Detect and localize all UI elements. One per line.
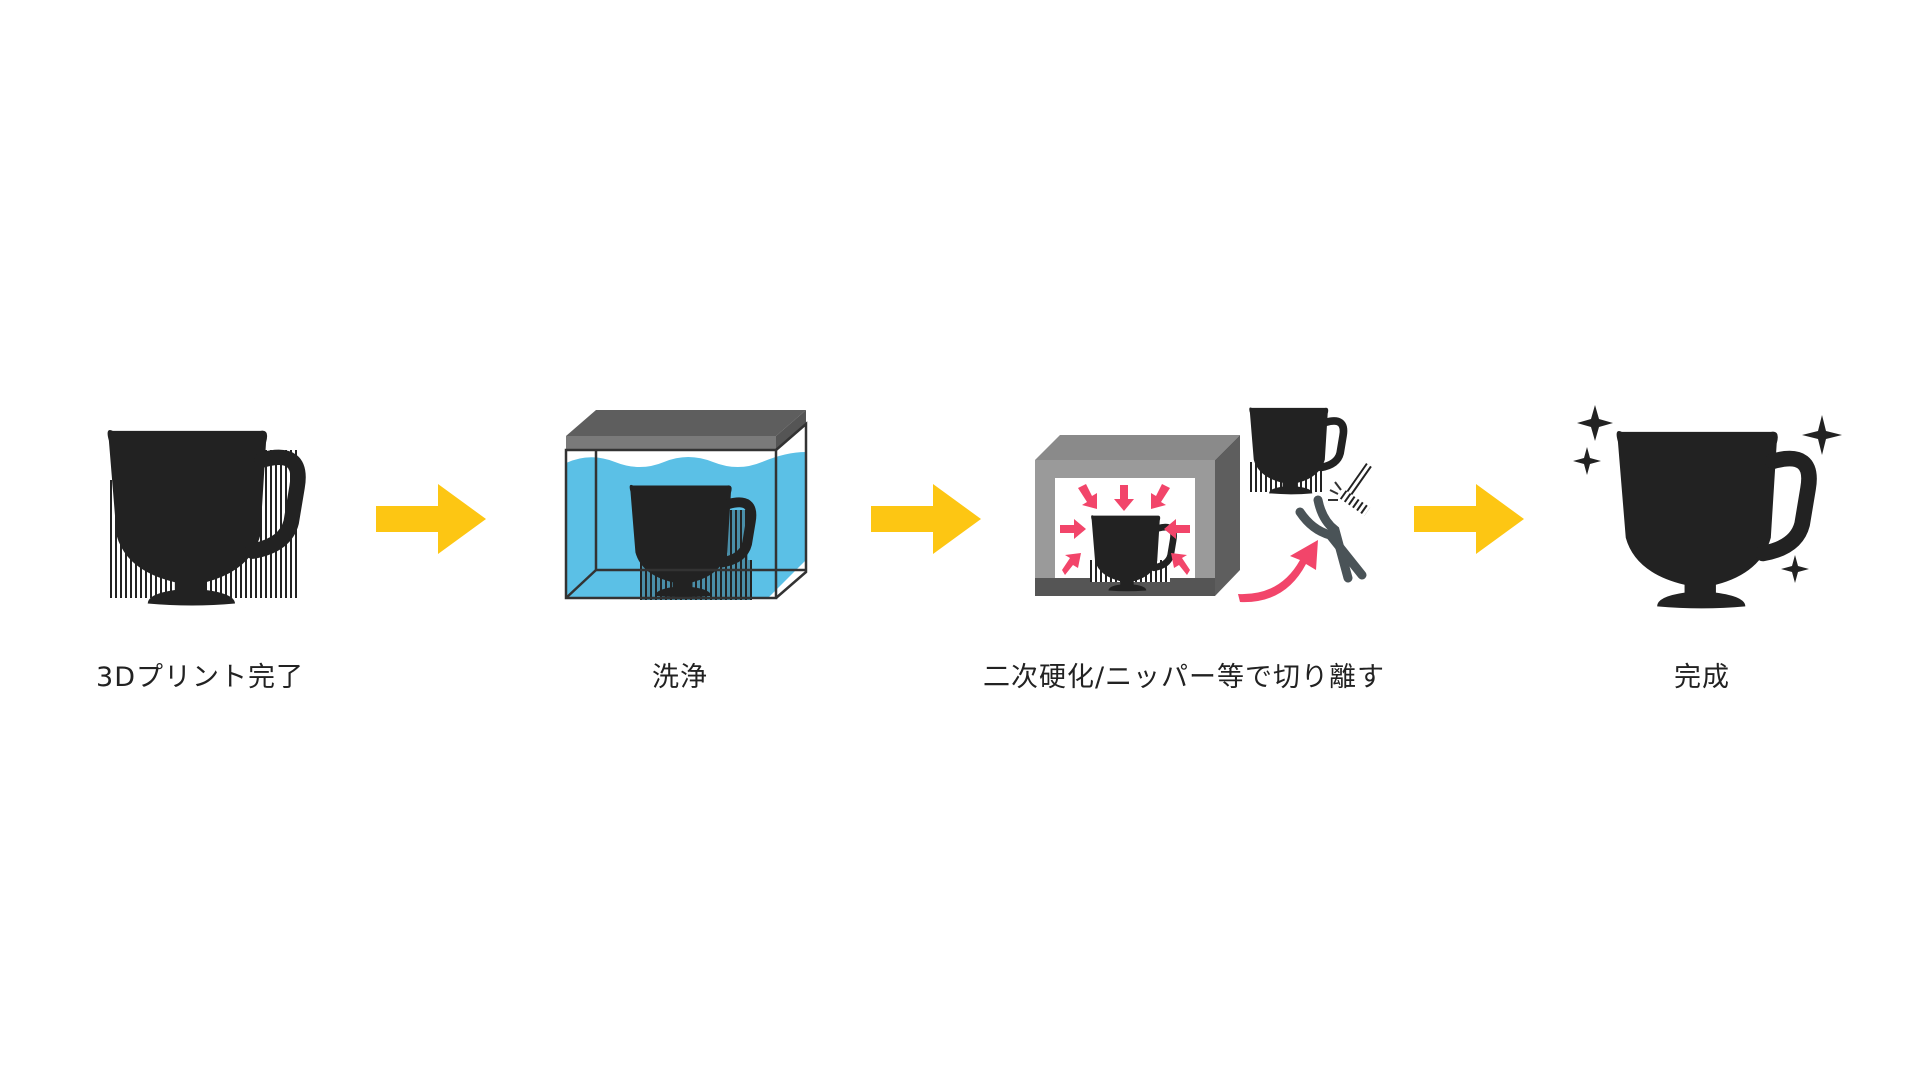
sparkle-icons <box>1573 405 1842 583</box>
curved-arrow-icon <box>1238 540 1318 603</box>
finished-cup-icon <box>1617 431 1809 608</box>
printed-cup-with-supports-icon <box>108 430 298 605</box>
curing-box-icon <box>1035 435 1240 596</box>
arrow-right-icon <box>376 484 486 554</box>
step-label-print-complete: 3Dプリント完了 <box>96 662 304 693</box>
step-label-cure-and-cut: 二次硬化/ニッパー等で切り離す <box>982 662 1386 693</box>
arrow-right-icon <box>1414 484 1524 554</box>
nippers-icon <box>1295 495 1367 583</box>
washing-tank-icon <box>564 410 808 600</box>
step-label-complete: 完成 <box>1674 662 1730 693</box>
cure-arrows <box>1060 484 1190 575</box>
removed-support-pieces <box>1328 462 1373 516</box>
arrow-right-icon <box>871 484 981 554</box>
separated-cup-icon <box>1249 407 1343 494</box>
step-label-wash: 洗浄 <box>652 662 708 693</box>
